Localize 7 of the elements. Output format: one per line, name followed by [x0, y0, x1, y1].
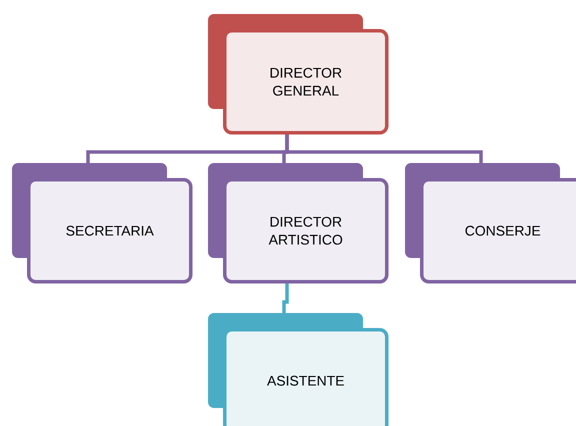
connector-line — [282, 284, 289, 313]
org-box: DIRECTOR GENERAL — [208, 14, 388, 134]
org-box: ASISTENTE — [208, 313, 388, 426]
org-box: DIRECTOR ARTISTICO — [208, 163, 388, 284]
org-box: CONSERJE — [405, 163, 576, 284]
connector-line — [285, 134, 483, 163]
org-box: SECRETARIA — [12, 163, 192, 284]
